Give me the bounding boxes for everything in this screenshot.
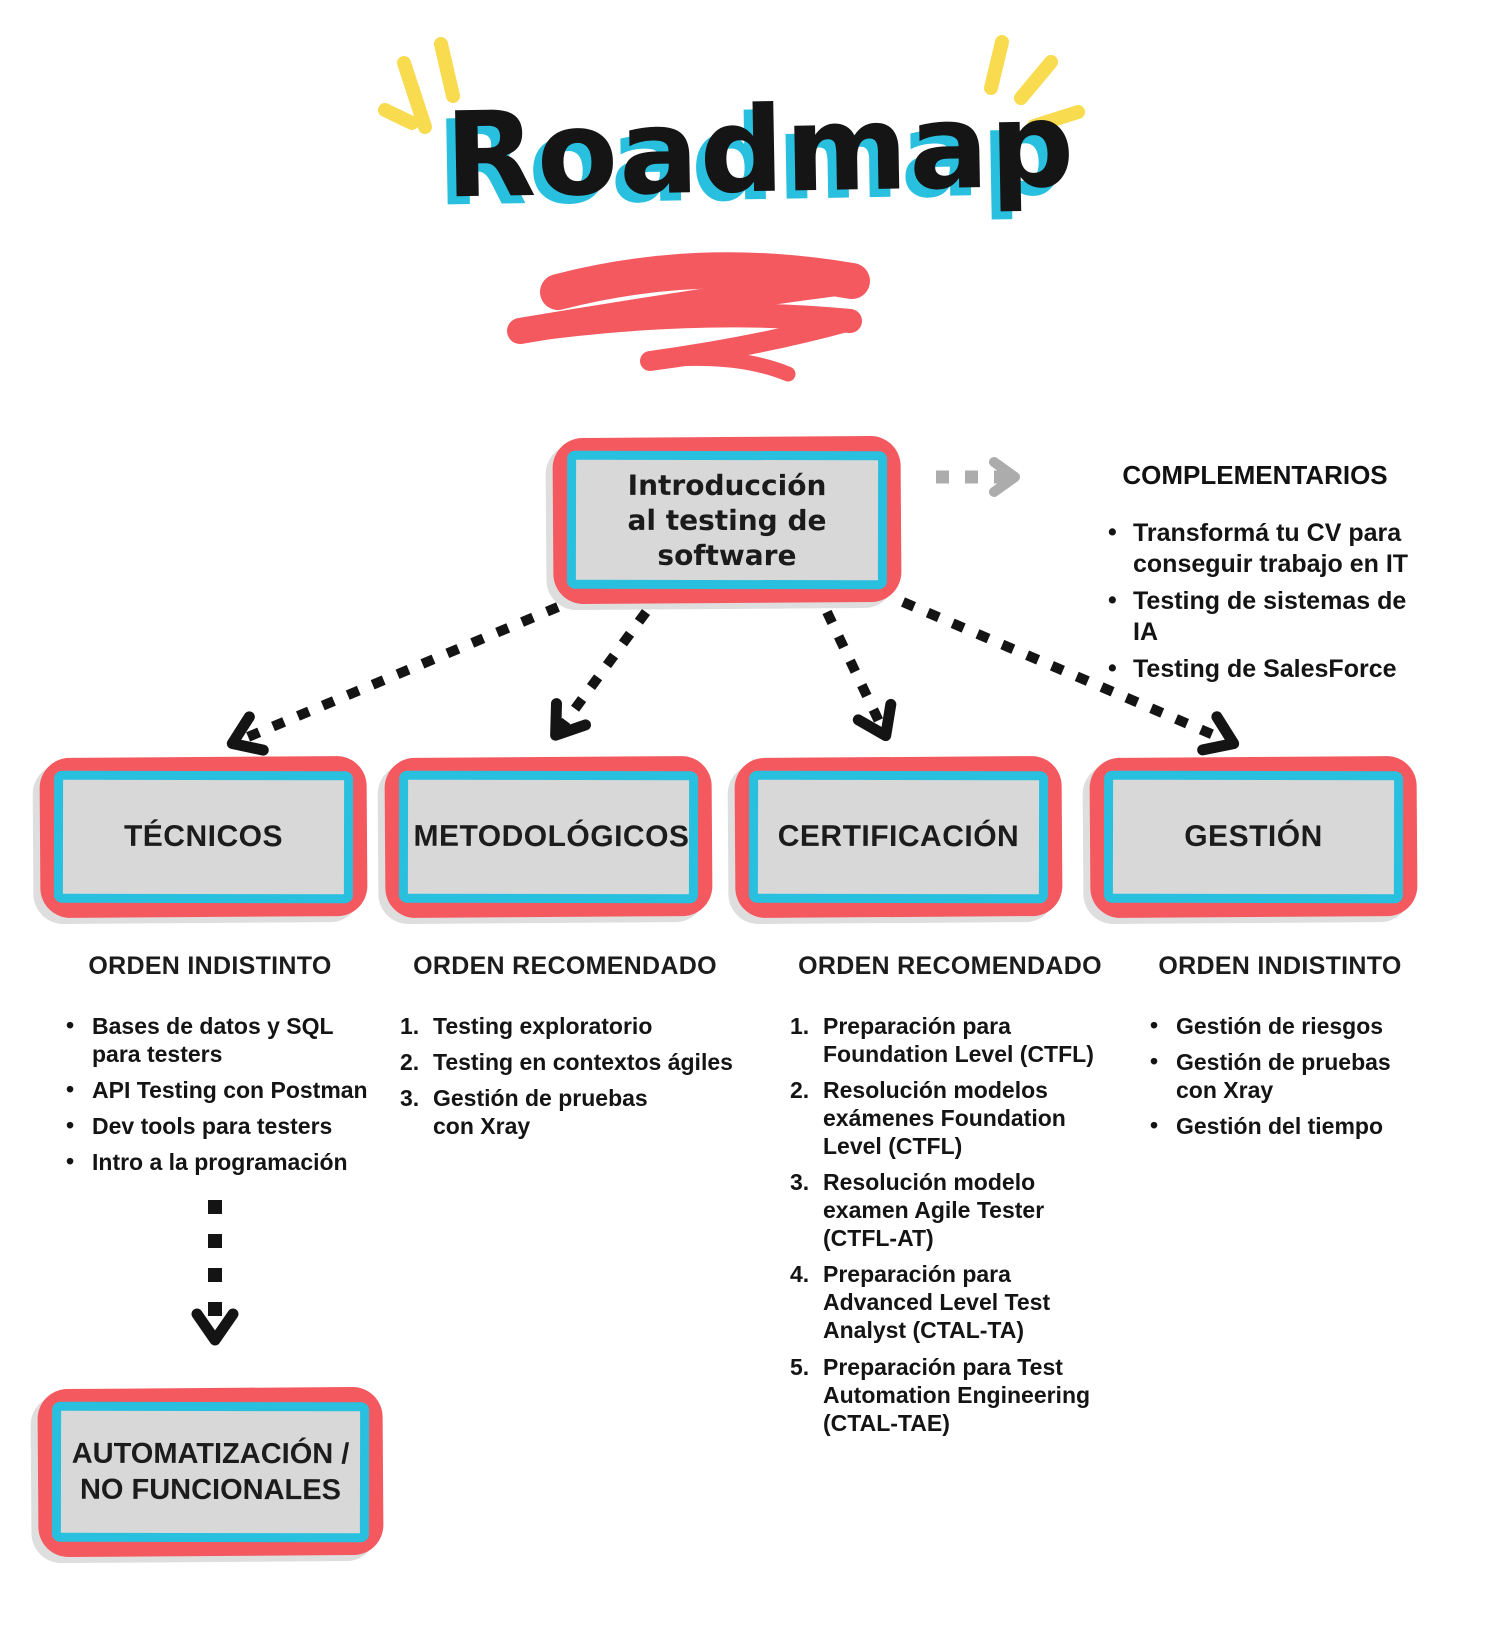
arrow-to-tecnicos xyxy=(226,602,560,756)
order-label-certificacion: ORDEN RECOMENDADO xyxy=(798,952,1102,980)
node-tecnicos: TÉCNICOS xyxy=(39,755,368,919)
list-item: Testing de sistemas de IA xyxy=(1100,585,1436,647)
order-label-tecnicos: ORDEN INDISTINTO xyxy=(88,952,332,980)
node-certificacion: CERTIFICACIÓN xyxy=(734,755,1063,919)
list-item: Preparación para Foundation Level (CTFL) xyxy=(790,1012,1094,1068)
node-label: METODOLÓGICOS xyxy=(413,819,690,854)
node-border-cyan: Introducción al testing de software xyxy=(566,450,888,590)
node-border-cyan: GESTIÓN xyxy=(1103,770,1404,904)
node-border-cyan: CERTIFICACIÓN xyxy=(748,770,1049,904)
list-item: Testing en contextos ágiles xyxy=(400,1048,733,1076)
node-automatizacion: AUTOMATIZACIÓN / NO FUNCIONALES xyxy=(37,1386,384,1558)
list-item: Resolución modelo examen Agile Tester (C… xyxy=(790,1168,1045,1252)
list-item: Intro a la programación xyxy=(56,1147,386,1176)
node-border-cyan: AUTOMATIZACIÓN / NO FUNCIONALES xyxy=(51,1401,370,1543)
node-border-red: METODOLÓGICOS xyxy=(384,755,713,919)
list-item: Gestión de pruebas con Xray xyxy=(400,1084,648,1140)
list-item: Testing de SalesForce xyxy=(1100,653,1436,685)
list-item: Gestión de pruebas con Xray xyxy=(1140,1047,1436,1104)
order-label-metodologicos: ORDEN RECOMENDADO xyxy=(413,952,717,980)
arrow-to-metodologicos xyxy=(550,609,651,741)
list-item: Preparación para Advanced Level Test Ana… xyxy=(790,1260,1051,1344)
list-item: Dev tools para testers xyxy=(56,1111,386,1140)
node-label: TÉCNICOS xyxy=(123,819,284,854)
node-label: CERTIFICACIÓN xyxy=(777,819,1020,854)
list-item: Resolución modelos exámenes Foundation L… xyxy=(790,1076,1066,1160)
list-item: Transformá tu CV para conseguir trabajo … xyxy=(1100,517,1436,579)
order-label-gestion: ORDEN INDISTINTO xyxy=(1158,952,1402,980)
node-border-cyan: TÉCNICOS xyxy=(53,770,354,904)
complementarios-list: Transformá tu CV para conseguir trabajo … xyxy=(1100,517,1436,692)
certificacion-course-list: Preparación para Foundation Level (CTFL)… xyxy=(790,1012,1110,1445)
node-border-red: CERTIFICACIÓN xyxy=(734,755,1063,919)
node-border-red: AUTOMATIZACIÓN / NO FUNCIONALES xyxy=(37,1386,384,1558)
list-item: Bases de datos y SQL para testers xyxy=(56,1011,386,1068)
node-border-red: GESTIÓN xyxy=(1089,755,1418,919)
node-introduccion: Introducción al testing de software xyxy=(552,435,902,605)
list-item: Gestión del tiempo xyxy=(1140,1111,1436,1140)
gestion-course-list: Gestión de riesgos Gestión de pruebas co… xyxy=(1140,1011,1436,1148)
list-item: Gestión de riesgos xyxy=(1140,1011,1436,1040)
node-gestion: GESTIÓN xyxy=(1089,755,1418,919)
scribble-underline-icon xyxy=(507,252,870,382)
list-item: Testing exploratorio xyxy=(400,1012,653,1040)
complementarios-heading: COMPLEMENTARIOS xyxy=(1122,460,1388,490)
arrow-to-certificacion xyxy=(822,609,897,742)
metodologicos-course-list: Testing exploratorio Testing en contexto… xyxy=(400,1012,745,1148)
node-label: Introducción al testing de software xyxy=(627,468,827,572)
page-title: Roadmap xyxy=(443,75,1077,225)
node-border-red: Introducción al testing de software xyxy=(552,435,902,605)
node-border-red: TÉCNICOS xyxy=(39,755,368,919)
node-metodologicos: METODOLÓGICOS xyxy=(384,755,713,919)
tecnicos-course-list: Bases de datos y SQL para testers API Te… xyxy=(56,1011,386,1184)
node-border-cyan: METODOLÓGICOS xyxy=(398,770,699,904)
list-item: Preparación para Test Automation Enginee… xyxy=(790,1353,1091,1436)
node-label: GESTIÓN xyxy=(1184,819,1323,854)
node-label: AUTOMATIZACIÓN / NO FUNCIONALES xyxy=(71,1437,350,1507)
list-item: API Testing con Postman xyxy=(56,1075,386,1104)
